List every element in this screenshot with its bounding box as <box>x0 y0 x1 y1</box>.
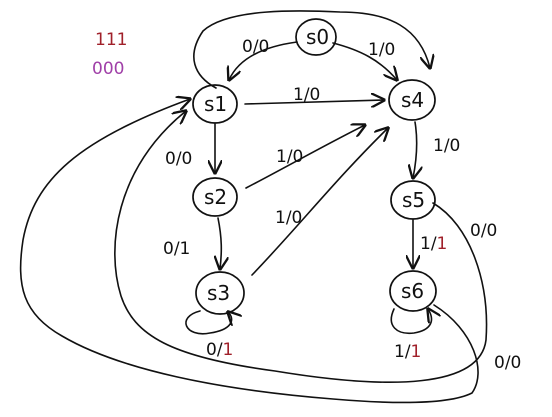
edge-label-s0-s1: 0/0 <box>242 37 269 57</box>
edge-label-s2-s4: 1/0 <box>276 147 303 167</box>
edge-s6-s1 <box>19 99 479 404</box>
edge-label-s6-self-suffix: 1 <box>411 342 422 362</box>
edge-s1-s4 <box>244 100 384 104</box>
edge-label-s3-self-suffix: 1 <box>223 340 234 360</box>
state-label-s6: s6 <box>401 279 424 303</box>
state-label-s5: s5 <box>402 188 425 212</box>
edge-label-s5-s6-suffix: 1 <box>437 234 448 254</box>
edge-label-s6-self: 1/1 <box>394 342 421 362</box>
edge-label-s6-s1: 0/0 <box>494 353 521 373</box>
edge-s6-self-loop <box>390 309 431 335</box>
edge-label-s1-s4: 1/0 <box>293 85 320 105</box>
edge-label-s5-s6-prefix: 1/ <box>420 234 437 254</box>
edge-s5-s1 <box>114 111 488 383</box>
state-node-s6: s6 <box>389 270 437 312</box>
edge-s4-s1 <box>193 10 430 89</box>
edge-label-s1-s2: 0/0 <box>165 149 192 169</box>
edge-label-s3-self-prefix: 0/ <box>206 340 223 360</box>
annotation-top: 111 <box>95 30 127 50</box>
state-node-s4: s4 <box>388 79 436 121</box>
edge-label-s4-s5: 1/0 <box>433 136 460 156</box>
edge-s4-s5 <box>413 121 417 178</box>
edge-label-s5-s1: 0/0 <box>470 221 497 241</box>
state-label-s3: s3 <box>207 281 230 305</box>
edge-s0-s1 <box>229 41 298 80</box>
state-label-s0: s0 <box>306 25 329 49</box>
state-node-s0: s0 <box>295 18 337 56</box>
state-node-s1: s1 <box>192 84 238 124</box>
edge-label-s5-s6: 1/1 <box>420 234 447 254</box>
edge-s2-s4 <box>245 125 365 189</box>
annotation-bottom: 000 <box>92 59 124 79</box>
state-label-s4: s4 <box>401 88 424 112</box>
edge-s2-s3 <box>218 217 221 269</box>
edge-label-s6-self-prefix: 1/ <box>394 342 411 362</box>
edge-s3-self-loop <box>185 311 232 335</box>
edge-label-s0-s4: 1/0 <box>368 40 395 60</box>
edge-s0-s4 <box>332 42 397 80</box>
state-label-s1: s1 <box>204 92 227 116</box>
edge-label-s2-s3: 0/1 <box>163 239 190 259</box>
edge-s3-s4 <box>251 128 388 276</box>
state-label-s2: s2 <box>204 185 227 209</box>
state-node-s2: s2 <box>192 177 238 217</box>
state-node-s5: s5 <box>390 180 436 220</box>
edge-label-s3-self: 0/1 <box>206 340 233 360</box>
state-node-s3: s3 <box>195 271 245 315</box>
edge-label-s3-s4: 1/0 <box>275 208 302 228</box>
